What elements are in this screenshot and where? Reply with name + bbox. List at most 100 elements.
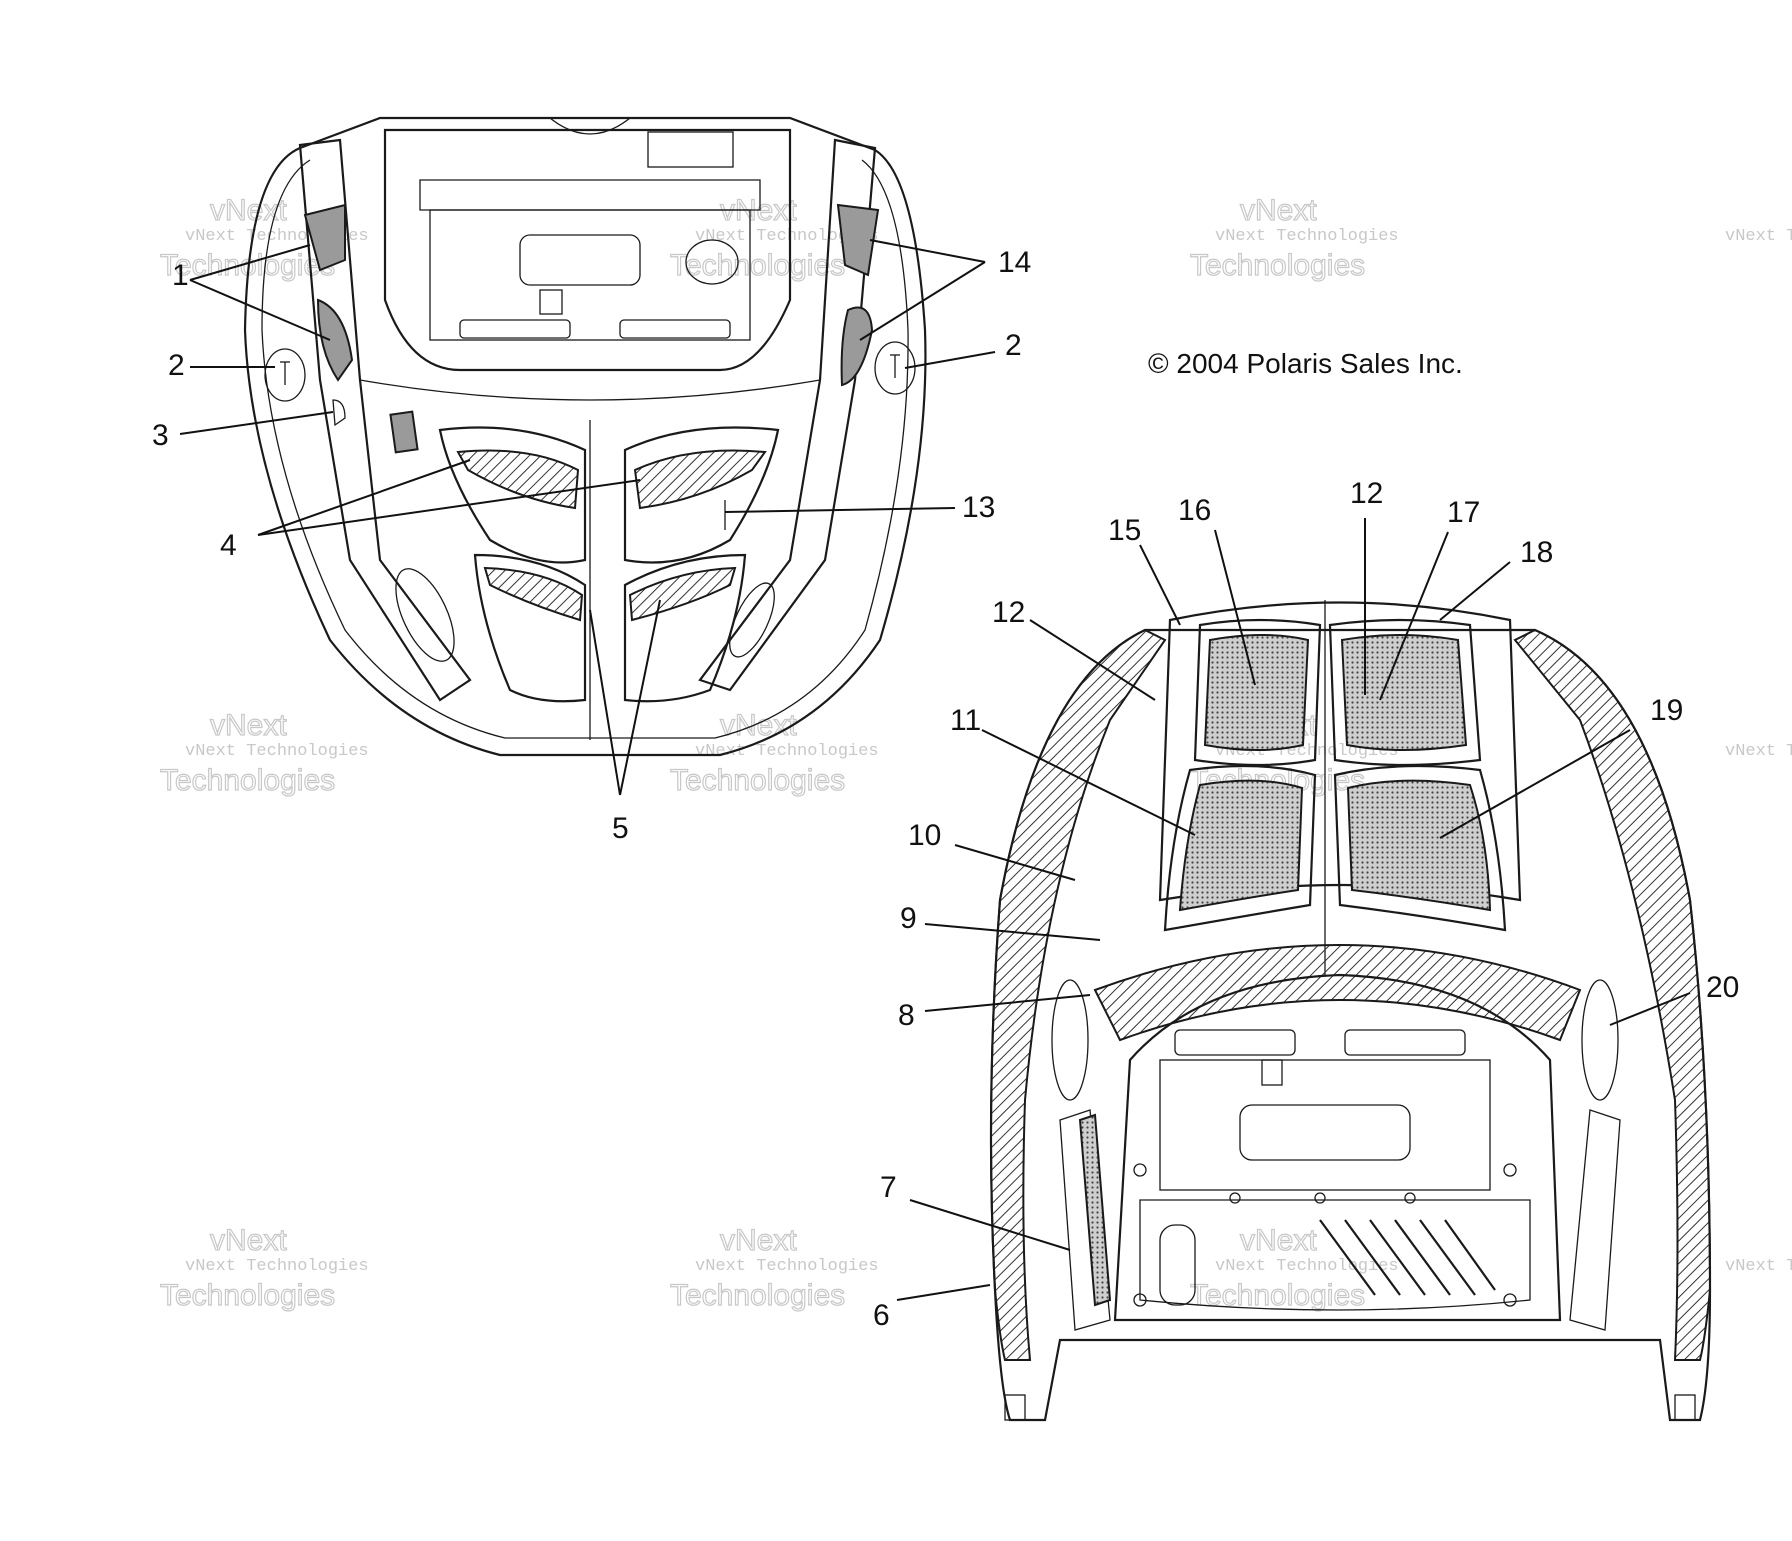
front-console-notch (549, 117, 631, 135)
front-small-decal (389, 410, 419, 454)
svg-text:vNext Technologies: vNext Technologies (1215, 1257, 1399, 1276)
rear-hatched-band (1093, 944, 1582, 1042)
rear-cavity-screen (1239, 1104, 1411, 1161)
callout-8: 8 (898, 999, 915, 1032)
front-console-panel (429, 209, 751, 341)
svg-text:vNext: vNext (210, 1224, 287, 1257)
svg-text:vNext: vNext (720, 709, 797, 742)
rear-cavity-bar-right (1344, 1029, 1466, 1056)
callout-12-top: 12 (1350, 477, 1383, 510)
svg-text:vNext: vNext (1240, 1224, 1317, 1257)
watermark-2: vNext vNext Technologies Technologies (669, 193, 879, 282)
front-console-bar-left (459, 319, 571, 339)
svg-text:vNext Technologies: vNext Technologies (1725, 1257, 1792, 1276)
front-hood-outer-shell (243, 116, 927, 757)
svg-text:Technologies: Technologies (1190, 249, 1365, 282)
svg-text:vNext Technologies: vNext Technologies (695, 1257, 879, 1276)
watermark-4: vNext vNext Technologies Technologies (159, 708, 369, 797)
rear-right-foot (1674, 1394, 1696, 1421)
svg-text:vNext: vNext (1240, 194, 1317, 227)
callout-1: 1 (172, 259, 189, 292)
callout-15: 15 (1108, 514, 1141, 547)
callout-2-left: 2 (168, 349, 185, 382)
watermark-3: vNext vNext Technologies Technologies (1189, 193, 1399, 282)
front-vent-upper-left (438, 426, 587, 564)
watermark-9: vNext vNext Technologies Technologies (1189, 1223, 1399, 1312)
front-console-label (647, 131, 734, 168)
watermark-5: vNext vNext Technologies Technologies (669, 708, 878, 797)
front-left-fastener (264, 348, 306, 402)
decal-5-left (483, 566, 584, 622)
watermark-7: vNext vNext Technologies Technologies (159, 1223, 369, 1312)
callout-18: 18 (1520, 536, 1553, 569)
callout-11: 11 (950, 704, 981, 737)
front-console-bar-right (619, 319, 731, 339)
front-hood-crease (359, 379, 821, 401)
callout-9: 9 (900, 902, 917, 935)
svg-text:vNext: vNext (210, 709, 287, 742)
rear-left-oval (1051, 979, 1089, 1101)
rear-vent-lower-left (1163, 764, 1317, 932)
front-vent-lower-left (473, 553, 587, 703)
callout-13: 13 (962, 491, 995, 524)
svg-text:vNext Technologies: vNext Technologies (1725, 742, 1792, 761)
rear-cavity-latch (1261, 1059, 1283, 1086)
svg-text:Technologies: Technologies (670, 249, 845, 282)
front-lower-right-oval (729, 582, 775, 658)
decal-19-rear-lower-right (1346, 779, 1492, 912)
rear-view-hood (989, 600, 1712, 1422)
rear-cavity-hatch-block (1319, 1219, 1496, 1296)
front-console-gauge (685, 239, 739, 285)
rear-left-foot (1004, 1394, 1026, 1421)
svg-text:vNext Technologies: vNext Technologies (185, 1257, 369, 1276)
front-lower-left-oval (395, 568, 455, 662)
decal-4-left (456, 449, 580, 510)
callout-7: 7 (880, 1171, 897, 1204)
rear-leaders (896, 518, 1691, 1301)
callout-12-left: 12 (992, 596, 1025, 629)
decal-4-right (633, 449, 767, 510)
decal-14-lower-right (840, 306, 874, 387)
callout-17: 17 (1447, 496, 1480, 529)
decal-16-rear-vent-left (1203, 634, 1310, 751)
watermark-8: vNext vNext Technologies Technologies (669, 1223, 879, 1312)
rear-inner-cavity (1113, 973, 1562, 1322)
callout-14: 14 (998, 246, 1031, 279)
rear-cavity-oval (1159, 1224, 1196, 1306)
rear-right-side-stripe (1513, 628, 1712, 1361)
svg-text:Technologies: Technologies (1190, 1279, 1365, 1312)
decal-17-rear-vent-right (1340, 634, 1468, 751)
svg-text:Technologies: Technologies (160, 764, 335, 797)
rear-cavity-bar-left (1174, 1029, 1296, 1056)
svg-text:vNext Technologies: vNext Technologies (185, 742, 369, 761)
front-vent-lower-right (623, 553, 747, 703)
svg-text:vNext: vNext (210, 194, 287, 227)
callout-3: 3 (152, 419, 169, 452)
watermark-12: vNext Technologies (1725, 1257, 1792, 1276)
svg-text:Technologies: Technologies (160, 1279, 335, 1312)
front-right-fastener (874, 341, 916, 395)
rear-vent-upper-right (1328, 618, 1482, 767)
rear-left-inner-rail (1059, 1109, 1111, 1331)
decal-11-rear-lower-left (1178, 779, 1304, 912)
svg-text:vNext: vNext (720, 1224, 797, 1257)
svg-text:vNext Technologies: vNext Technologies (1215, 227, 1399, 246)
decal-1-upper-left (303, 203, 346, 272)
rear-right-inner-rail (1569, 1109, 1621, 1331)
front-leaders (179, 239, 996, 796)
rear-right-oval (1581, 979, 1619, 1101)
svg-text:Technologies: Technologies (670, 1279, 845, 1312)
svg-text:Technologies: Technologies (670, 764, 845, 797)
rear-cavity-panel (1159, 1059, 1491, 1191)
svg-text:vNext Technologies: vNext Technologies (1725, 227, 1792, 246)
front-console-screen (519, 234, 641, 286)
callout-10: 10 (908, 819, 941, 852)
front-hood-inner-rim (261, 159, 909, 739)
front-left-rail (298, 138, 472, 702)
watermark-10: vNext Technologies (1725, 227, 1792, 246)
rear-vent-lower-right (1333, 764, 1507, 932)
svg-text:vNext Technologies: vNext Technologies (695, 227, 879, 246)
callout-19: 19 (1650, 694, 1683, 727)
